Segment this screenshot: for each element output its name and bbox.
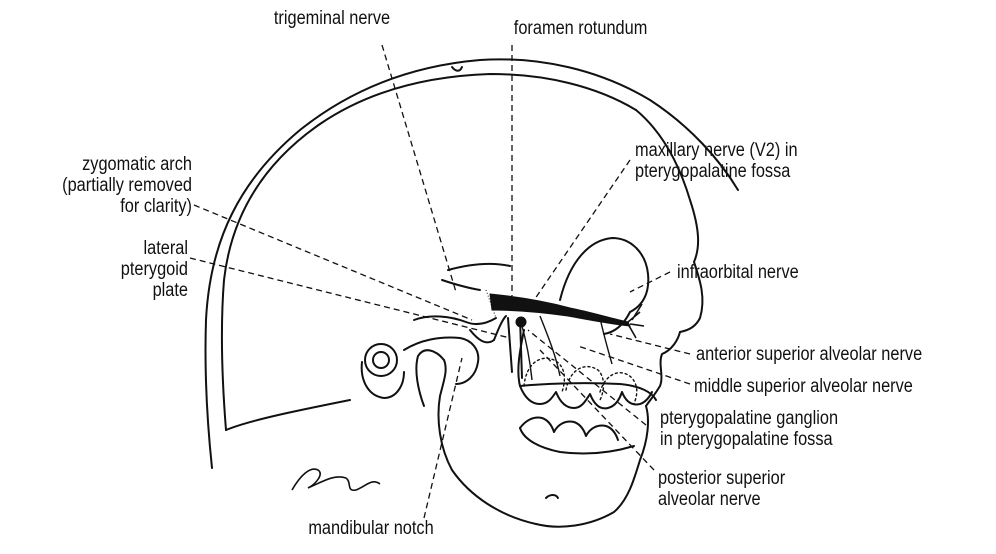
- leader-maxillary-nerve: [530, 160, 630, 306]
- chin-profile: [536, 406, 648, 527]
- mental-foramen: [546, 495, 558, 498]
- leader-pterygopalatine-ganglion: [528, 330, 646, 425]
- label-foramen-rotundum: foramen rotundum: [514, 18, 634, 39]
- label-pterygoid-line2: pterygoid: [104, 259, 188, 280]
- label-maxillary-nerve: maxillary nerve (V2) in pterygopalatine …: [635, 140, 798, 182]
- label-posterior-line1: posterior superior: [658, 468, 785, 489]
- label-middle-superior-alveolar-nerve: middle superior alveolar nerve: [694, 376, 913, 397]
- label-posterior-line2: alveolar nerve: [658, 489, 785, 510]
- label-lateral-pterygoid-plate: lateral pterygoid plate: [104, 238, 188, 301]
- label-pterygopalatine-ganglion: pterygopalatine ganglion in pterygopalat…: [660, 408, 838, 450]
- label-zygomatic-line2: (partially removed: [30, 175, 192, 196]
- label-trigeminal-nerve: trigeminal nerve: [272, 8, 392, 29]
- label-zygomatic-arch: zygomatic arch (partially removed for cl…: [30, 154, 192, 217]
- label-pterygoid-line1: lateral: [104, 238, 188, 259]
- occipital-outline: [226, 400, 350, 430]
- label-maxillary-line2: pterygopalatine fossa: [635, 161, 798, 182]
- label-pterygoid-line3: plate: [104, 280, 188, 301]
- vertex-detail: [452, 67, 462, 71]
- label-anterior-text: anterior superior alveolar nerve: [696, 344, 922, 365]
- sphenoid-detail: [442, 280, 480, 290]
- label-maxillary-line1: maxillary nerve (V2) in: [635, 140, 798, 161]
- ear-canal: [365, 344, 397, 376]
- lower-teeth: [520, 417, 618, 440]
- articular-eminence: [404, 338, 478, 385]
- artist-signature: [292, 469, 380, 490]
- label-foramen-rotundum-text: foramen rotundum: [514, 18, 634, 39]
- label-zygomatic-line3: for clarity): [30, 196, 192, 217]
- label-ganglion-line1: pterygopalatine ganglion: [660, 408, 838, 429]
- label-infraorbital-text: infraorbital nerve: [677, 262, 799, 283]
- maxilla-outline: [518, 330, 656, 400]
- label-ganglion-line2: in pterygopalatine fossa: [660, 429, 838, 450]
- mandibular-notch-curve: [470, 330, 494, 342]
- leader-infraorbital-nerve: [630, 272, 670, 292]
- leader-middle-superior-alveolar: [578, 346, 690, 384]
- label-posterior-superior-alveolar-nerve: posterior superior alveolar nerve: [658, 468, 785, 510]
- orbit-outline: [560, 238, 648, 312]
- coronal-detail: [448, 264, 510, 270]
- label-trigeminal-nerve-text: trigeminal nerve: [272, 8, 392, 29]
- mandible-outline: [439, 360, 537, 524]
- cranium-outline: [205, 59, 738, 468]
- leader-lateral-pterygoid-plate: [190, 258, 510, 338]
- upper-teeth: [520, 386, 652, 408]
- label-mandibular-notch: mandibular notch: [298, 518, 444, 539]
- label-mandibular-text: mandibular notch: [298, 518, 444, 539]
- leader-zygomatic-arch: [194, 205, 472, 320]
- forehead-profile: [636, 110, 698, 262]
- label-zygomatic-line1: zygomatic arch: [30, 154, 192, 175]
- label-infraorbital-nerve: infraorbital nerve: [677, 262, 799, 283]
- cranium-inner-outline: [222, 74, 636, 430]
- label-middle-text: middle superior alveolar nerve: [694, 376, 913, 397]
- label-anterior-superior-alveolar-nerve: anterior superior alveolar nerve: [696, 344, 922, 365]
